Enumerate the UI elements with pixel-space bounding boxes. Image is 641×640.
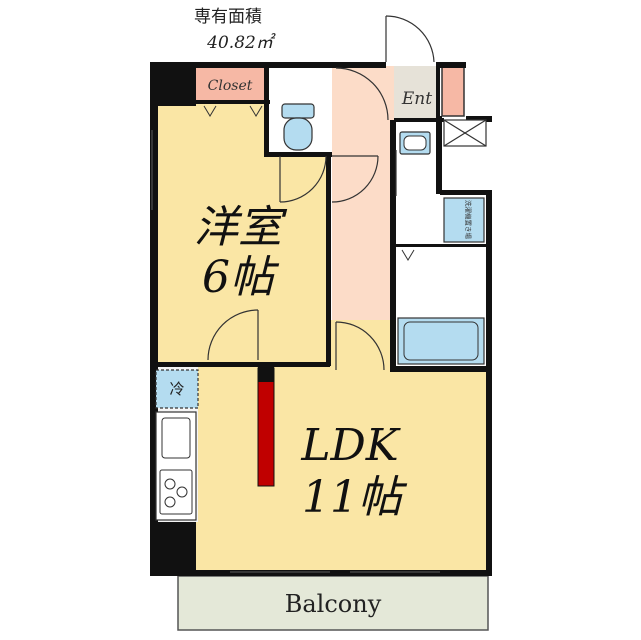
walls: [150, 62, 492, 576]
fridge: [155, 369, 199, 409]
hallway-floor: [332, 66, 394, 320]
accent-wall-cap: [258, 362, 274, 382]
western-room-size: 6帖: [202, 252, 280, 303]
shoe-cabinet: [441, 63, 465, 117]
washer-space: [443, 197, 485, 243]
toilet: [281, 103, 315, 151]
balcony-floor: [177, 575, 489, 631]
washbasin: [399, 131, 431, 155]
bathtub: [397, 317, 485, 365]
closet-floor: [196, 66, 266, 102]
washer-space-label: 洗濯機置き場: [464, 200, 473, 240]
area-label: 専有面積: [194, 7, 262, 27]
western-room-name: 洋室: [194, 202, 288, 253]
entrance-label: Ent: [401, 89, 432, 109]
ldk-name: LDK: [300, 420, 400, 471]
doors: [207, 15, 435, 371]
closet-label: Closet: [208, 78, 253, 94]
closet-door-marks: [203, 105, 415, 261]
fridge-label: 冷: [169, 380, 184, 398]
entrance-floor: [394, 66, 438, 122]
area-value: 40.82㎡: [206, 33, 276, 53]
accent-wall: [257, 367, 275, 487]
windows: [151, 130, 440, 573]
ldk-upper-floor: [330, 320, 390, 370]
stove: [159, 469, 193, 515]
ldk-size: 11帖: [302, 472, 408, 523]
balcony-label: Balcony: [285, 590, 382, 618]
ldk-floor: [196, 362, 488, 572]
vent-box: [443, 119, 487, 147]
